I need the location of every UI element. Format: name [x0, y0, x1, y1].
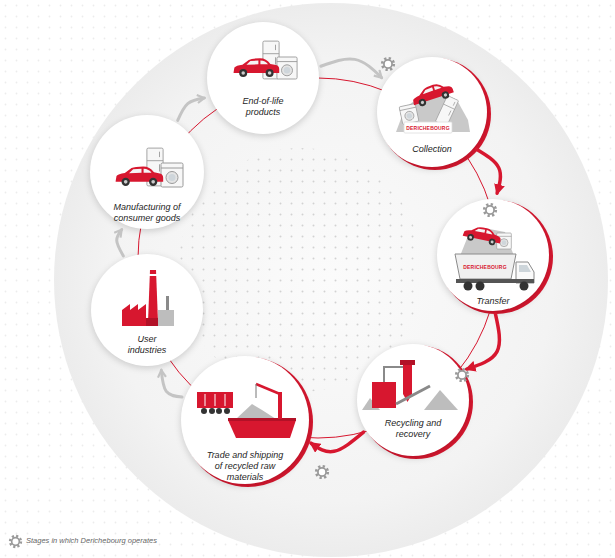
collection-icon: [396, 79, 470, 133]
legend-text: Stages in which Derichebourg operates: [26, 536, 157, 545]
stage-label: Manufacturing of consumer goods: [109, 202, 185, 224]
flow-arrow: [311, 432, 364, 452]
stage-label: Trade and shipping of recycled raw mater…: [203, 450, 287, 483]
flow-arrow: [117, 230, 124, 256]
truck-icon: [455, 224, 534, 291]
factory-icon: [122, 270, 174, 326]
stage-text-block: Trade and shipping of recycled raw mater…: [203, 450, 287, 483]
flow-arrow: [321, 59, 382, 78]
stage-text-block: End-of-life products: [232, 96, 294, 118]
stage-circle: User industries: [91, 254, 203, 366]
flow-arrow: [476, 149, 500, 193]
stage-label: Transfer: [458, 296, 528, 307]
stage-circle: Trade and shipping of recycled raw mater…: [181, 356, 309, 484]
operation-gear: [316, 466, 328, 478]
stage-label: User industries: [124, 334, 170, 356]
flow-arrow: [161, 370, 182, 397]
legend-gear: [10, 536, 21, 547]
cycle-disc: [54, 3, 608, 557]
stage-text-block: Transfer: [458, 296, 528, 307]
end-of-life-icon: [234, 41, 297, 79]
flow-arrow: [178, 98, 205, 120]
stage-text-block: Recycling and recovery: [384, 418, 442, 440]
stage-circle: Collection: [377, 57, 487, 167]
operation-gear: [456, 369, 468, 381]
stage-circle: End-of-life products: [207, 22, 319, 134]
stage-label: Collection: [397, 144, 467, 155]
stage-text-block: Manufacturing of consumer goods: [109, 202, 185, 224]
company-logo-text: DERICHEBOURG: [406, 125, 450, 131]
flow-arrow: [467, 314, 500, 369]
stage-text-block: User industries: [124, 334, 170, 356]
stage-label: Recycling and recovery: [384, 418, 442, 440]
manufacturing-icon: [116, 148, 183, 187]
train-and-ship-icon: [197, 384, 296, 438]
stage-circle: Recycling and recovery: [357, 344, 469, 456]
stage-circle: Transfer: [437, 199, 549, 311]
stage-circle: Manufacturing of consumer goods: [90, 115, 204, 229]
stage-text-block: Collection: [397, 144, 467, 155]
stage-label: End-of-life products: [232, 96, 294, 118]
recycling-plant-icon: [362, 360, 458, 410]
operation-gear: [484, 204, 496, 216]
operation-gear: [382, 58, 394, 70]
company-logo-text: DERICHEBOURG: [463, 264, 507, 270]
